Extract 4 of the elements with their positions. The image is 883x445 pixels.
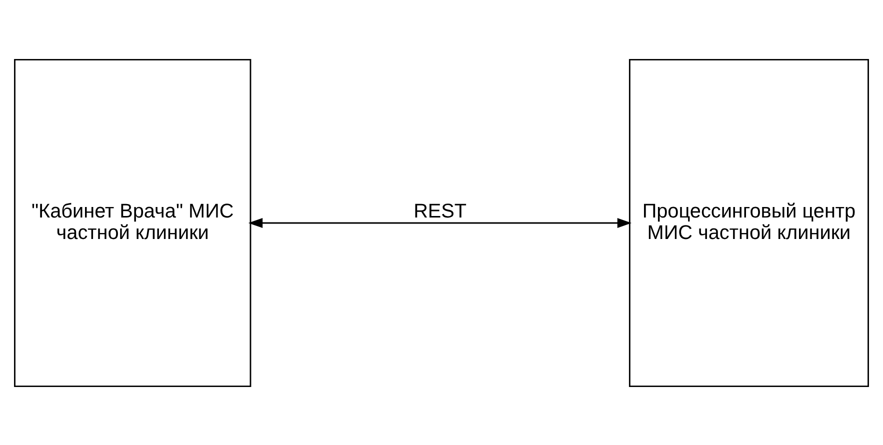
edge-label: REST <box>414 200 467 222</box>
node-box: Процессинговый центр МИС частной клиники <box>628 58 869 387</box>
arrow <box>248 218 632 228</box>
node-box: "Кабинет Врача" МИС частной клиники <box>14 58 252 387</box>
